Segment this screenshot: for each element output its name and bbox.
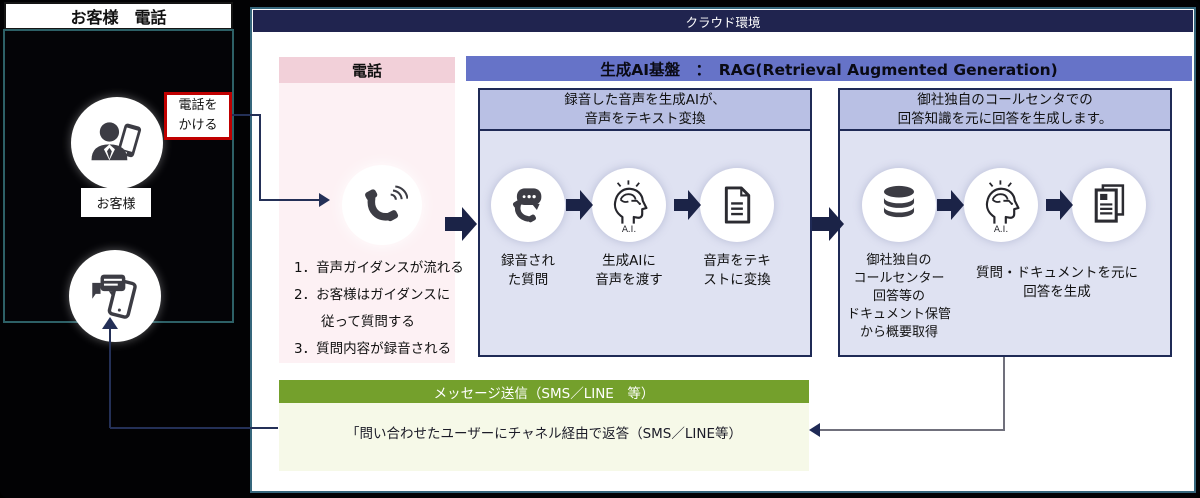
flow-arrow bbox=[937, 190, 964, 220]
answer-generation-box: 御社独自のコールセンタでの 回答知識を元に回答を生成します。 bbox=[838, 88, 1172, 357]
database-icon bbox=[873, 179, 925, 231]
connector-return-seg1 bbox=[110, 427, 278, 429]
phone-steps: 1．音声ガイダンスが流れる 2．お客様はガイダンスに 従って質問する 3．質問内… bbox=[294, 255, 464, 363]
sms-phone-icon bbox=[84, 265, 146, 327]
phone-step-3: 3．質問内容が録音される bbox=[294, 341, 452, 357]
customer-panel-title: お客様 電話 bbox=[4, 2, 233, 30]
phone-step-2: 2．お客様はガイダンスに bbox=[294, 287, 451, 303]
message-section-body: 「問い合わせたユーザーにチャネル経由で返答（SMS／LINE等） bbox=[279, 403, 809, 471]
phone-handset-icon bbox=[356, 179, 408, 231]
speech-to-text-header: 録音した音声を生成AIが、 音声をテキスト変換 bbox=[480, 90, 810, 131]
phone-section-body: 1．音声ガイダンスが流れる 2．お客様はガイダンスに 従って質問する 3．質問内… bbox=[279, 83, 464, 363]
phone-section: 電話 1．音声ガイダンスが流れる bbox=[279, 57, 464, 363]
flow-arrow bbox=[1046, 190, 1073, 220]
cloud-header: クラウド環境 bbox=[253, 10, 1193, 32]
customer-label: お客様 bbox=[81, 188, 151, 217]
speech-to-text-box: 録音した音声を生成AIが、 音声をテキスト変換 bbox=[478, 88, 812, 357]
message-section-title: メッセージ送信（SMS／LINE 等） bbox=[279, 380, 809, 403]
text-document-badge bbox=[700, 168, 774, 242]
connector-call-seg2 bbox=[259, 114, 261, 201]
flow-arrow-box1-to-box2 bbox=[812, 207, 844, 241]
customer-avatar bbox=[71, 97, 163, 189]
connector-return-seg2 bbox=[109, 328, 111, 428]
phone-section-title: 電話 bbox=[279, 57, 455, 83]
knowledge-db-badge bbox=[862, 168, 936, 242]
chat-handset-icon bbox=[503, 180, 553, 230]
generate-answer-label: 質問・ドキュメントを元に 回答を生成 bbox=[976, 265, 1138, 300]
ai-head-icon bbox=[974, 178, 1028, 232]
ai-badge-2: A.I. bbox=[964, 168, 1038, 242]
ai-head-icon bbox=[602, 178, 656, 232]
customer-panel: お客様 bbox=[3, 29, 234, 342]
recorded-question-label: 録音され た質問 bbox=[501, 253, 555, 288]
phone-step-2b: 従って質問する bbox=[321, 314, 415, 330]
connector-answer-seg1 bbox=[1003, 357, 1005, 430]
flow-arrow bbox=[566, 190, 593, 220]
phone-step-1: 1．音声ガイダンスが流れる bbox=[294, 260, 464, 276]
convert-text-label: 音声をテキ ストに変換 bbox=[703, 253, 771, 288]
ai-label: A.I. bbox=[993, 225, 1009, 235]
recorded-question-badge bbox=[491, 168, 565, 242]
document-icon bbox=[713, 181, 761, 229]
connector-call-arrowhead bbox=[319, 193, 330, 207]
sms-reply-avatar bbox=[69, 250, 161, 342]
handset-badge bbox=[342, 165, 422, 245]
speech-to-text-body: A.I. 録音され た質問 生成AIに 音声を渡す 音声をテキ ストに変換 bbox=[480, 131, 810, 355]
flow-arrow-phone-to-rag bbox=[445, 207, 477, 241]
ai-badge-1: A.I. bbox=[592, 168, 666, 242]
documents-stack-icon bbox=[1084, 180, 1134, 230]
knowledge-db-label: 御社独自の コールセンター 回答等の ドキュメント保管 から概要取得 bbox=[846, 253, 951, 340]
answer-generation-body: A.I. 御社独自の コールセンター 回答等の ドキュメント保管 から概要取得 bbox=[840, 131, 1170, 355]
connector-return-arrowhead bbox=[102, 317, 118, 329]
message-section: メッセージ送信（SMS／LINE 等） 「問い合わせたユーザーにチャネル経由で返… bbox=[279, 380, 809, 471]
cloud-panel: クラウド環境 電話 bbox=[250, 7, 1196, 493]
ai-label: A.I. bbox=[621, 225, 637, 235]
connector-answer-seg2 bbox=[819, 429, 1005, 431]
connector-call-seg1 bbox=[232, 114, 261, 116]
answer-documents-badge bbox=[1072, 168, 1146, 242]
connector-call-seg3 bbox=[259, 199, 321, 201]
rag-section-title: 生成AI基盤 ： RAG(Retrieval Augmented Generat… bbox=[466, 56, 1192, 81]
call-action-label: 電話を かける bbox=[164, 92, 232, 140]
pass-audio-label: 生成AIに 音声を渡す bbox=[595, 253, 663, 288]
person-with-phone-icon bbox=[86, 112, 148, 174]
answer-generation-header: 御社独自のコールセンタでの 回答知識を元に回答を生成します。 bbox=[840, 90, 1170, 131]
connector-answer-arrowhead bbox=[809, 423, 820, 437]
flow-arrow bbox=[674, 190, 701, 220]
